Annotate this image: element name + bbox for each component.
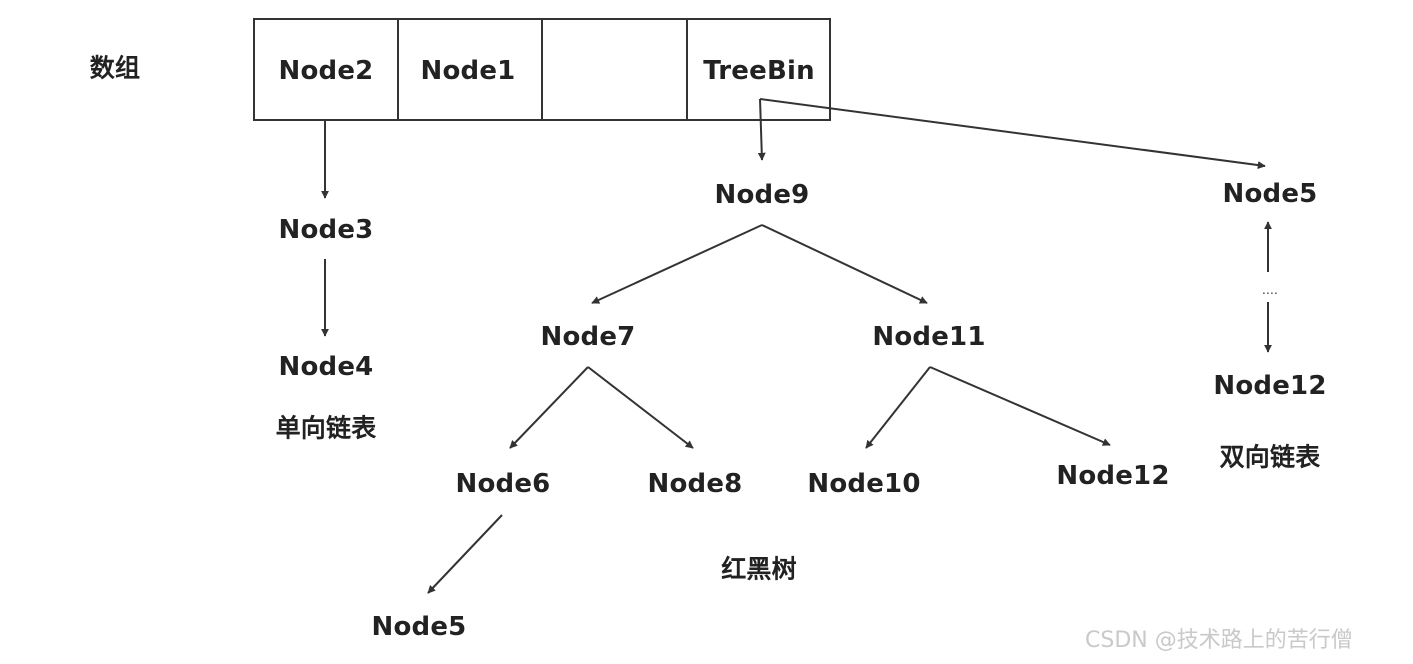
edge-node7-node8 [587,366,694,449]
edge-node9-node7 [591,224,763,304]
tree-node-8: Node8 [647,469,743,499]
dlist-ellipsis: .... [1261,283,1279,297]
arrow-treebin-to-dlist-node5 [759,98,1266,170]
edge-node9-node11 [761,224,928,304]
dlist-node-5: Node5 [1222,179,1318,209]
list-node-4: Node4 [278,352,374,382]
array-label: 数组 [89,53,141,83]
tree-node-12: Node12 [1056,461,1170,491]
list-node-3: Node3 [278,215,374,245]
array-cell-treebin: TreeBin [703,56,815,86]
edge-node7-node6 [509,366,589,449]
arrow-treebin-to-node9 [757,98,766,161]
edge-node6-node5 [427,514,503,594]
tree-node-6: Node6 [455,469,551,499]
dlist-node-12: Node12 [1213,371,1327,401]
tree-node-5: Node5 [371,612,467,642]
watermark-text: CSDN @技术路上的苦行僧 [1085,628,1353,653]
tree-node-10: Node10 [807,469,921,499]
doubly-linked-list-label: 双向链表 [1219,442,1321,472]
red-black-tree-label: 红黑树 [721,554,797,584]
tree-node-11: Node11 [872,322,986,352]
edge-node11-node10 [865,366,931,449]
array-cell-node2: Node2 [278,56,374,86]
tree-node-7: Node7 [540,322,636,352]
tree-node-9: Node9 [714,180,810,210]
edge-node11-node12 [929,366,1111,446]
singly-linked-list-label: 单向链表 [275,413,377,443]
array-cell-node1: Node1 [420,56,516,86]
